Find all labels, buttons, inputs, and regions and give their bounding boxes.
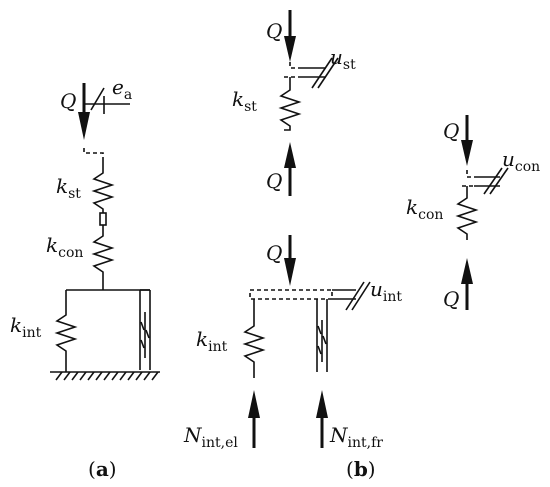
label-u-int: uint — [370, 277, 402, 305]
label-u-con: ucon — [502, 147, 540, 175]
label-N-int-el: Nint,el — [183, 423, 238, 451]
spring-steel — [91, 158, 115, 213]
plate-dashed-top — [289, 62, 298, 69]
label-Q-int: Q — [266, 241, 282, 265]
interface-plate-dashed — [249, 289, 333, 300]
label-Q-bot-st: Q — [266, 169, 282, 193]
label-k-int-b: kint — [196, 327, 228, 355]
label-Q-a: Q — [60, 89, 76, 113]
load-arrowhead-int — [284, 258, 296, 286]
reaction-arrowhead-fr — [316, 390, 328, 418]
displacement-tick-int-1 — [345, 281, 365, 311]
reaction-arrowhead — [284, 142, 296, 168]
ground-hatch — [55, 371, 159, 381]
load-arrowhead-top — [284, 36, 296, 62]
label-k-st-b: kst — [232, 87, 257, 115]
caption-b: (b) — [346, 457, 376, 481]
label-k-st-a: kst — [56, 174, 81, 202]
reaction-arrowhead-con — [461, 258, 473, 284]
panel-b-steel: Q Q kst ust — [232, 10, 356, 196]
reaction-arrowhead-el — [248, 390, 260, 418]
spring-interface-b — [242, 316, 266, 378]
displacement-tick-int-2 — [351, 281, 371, 311]
label-k-con-a: kcon — [46, 233, 83, 261]
load-arrowhead-con — [461, 140, 473, 166]
spring-steel-b — [278, 77, 302, 131]
panel-a: Q ea kst kcon kint — [10, 75, 160, 381]
caption-a: (a) — [88, 457, 117, 481]
load-plate-dashed — [83, 148, 104, 158]
label-Q-top-st: Q — [266, 19, 282, 43]
displacement-tick-con-2 — [489, 167, 509, 195]
spring-interface — [54, 305, 78, 372]
label-k-int-a: kint — [10, 313, 42, 341]
label-u-st: ust — [330, 45, 356, 73]
spring-connection-b — [455, 186, 479, 240]
label-k-con-b: kcon — [406, 195, 443, 223]
label-N-int-fr: Nint,fr — [329, 423, 383, 451]
panel-b-connection: Q Q kcon ucon — [406, 115, 540, 311]
label-Q-bot-con: Q — [443, 287, 459, 311]
displacement-tick-con-1 — [483, 167, 503, 195]
displacement-tick-1 — [311, 57, 333, 89]
label-e-a: ea — [112, 75, 132, 103]
connector-element — [99, 212, 107, 226]
panel-b-interface: Q uint kint Nint,el Nint,fr — [183, 235, 402, 451]
plate-dashed-con — [466, 170, 474, 178]
load-arrowhead — [78, 112, 90, 140]
displacement-tick-2 — [317, 57, 339, 89]
spring-connection — [91, 225, 115, 290]
eccentricity-tick — [90, 87, 105, 111]
label-Q-top-con: Q — [443, 119, 459, 143]
